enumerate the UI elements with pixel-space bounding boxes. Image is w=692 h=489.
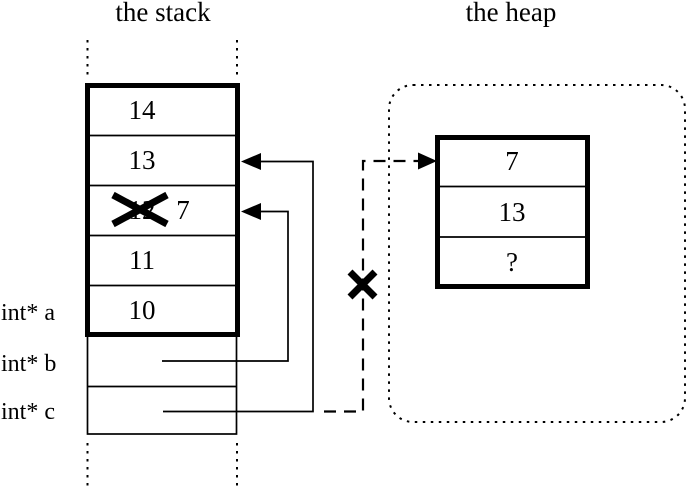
invalid-pointer-x-icon bbox=[347, 269, 378, 300]
dangling-heap-pointer-dashed-line bbox=[324, 159, 420, 413]
stack-cell-value-3: 11 bbox=[129, 245, 155, 275]
stack-title: the stack bbox=[115, 0, 211, 27]
pointer-c-line bbox=[163, 160, 314, 413]
stack-cell-value-1: 13 bbox=[128, 145, 156, 175]
heap-cell-value-2: ? bbox=[506, 247, 518, 277]
heap-region-outline bbox=[388, 84, 686, 423]
pointer-b-line bbox=[162, 210, 289, 362]
heap-block-box bbox=[435, 135, 590, 289]
stack-cell-value-0: 14 bbox=[128, 95, 156, 125]
crossed-out-value-x-icon bbox=[111, 191, 169, 228]
pointer-b-arrowhead-icon bbox=[241, 203, 261, 220]
heap-cell-value-0: 7 bbox=[505, 146, 519, 176]
dangling-heap-pointer-arrowhead-icon bbox=[418, 152, 437, 170]
pointer-label-a: int* a bbox=[1, 300, 55, 326]
stack-cell-value-4: 10 bbox=[128, 295, 156, 325]
stack-cell-value-2-old: 12 bbox=[128, 195, 156, 225]
stack-cell-value-2-new: 7 bbox=[176, 195, 190, 225]
stack-pointer-cells-box bbox=[86, 334, 238, 435]
heap-title: the heap bbox=[465, 0, 557, 27]
pointer-label-c: int* c bbox=[1, 399, 55, 425]
heap-cell-value-1: 13 bbox=[498, 197, 526, 227]
pointer-label-b: int* b bbox=[1, 351, 57, 377]
pointer-c-arrowhead-icon bbox=[241, 153, 261, 170]
